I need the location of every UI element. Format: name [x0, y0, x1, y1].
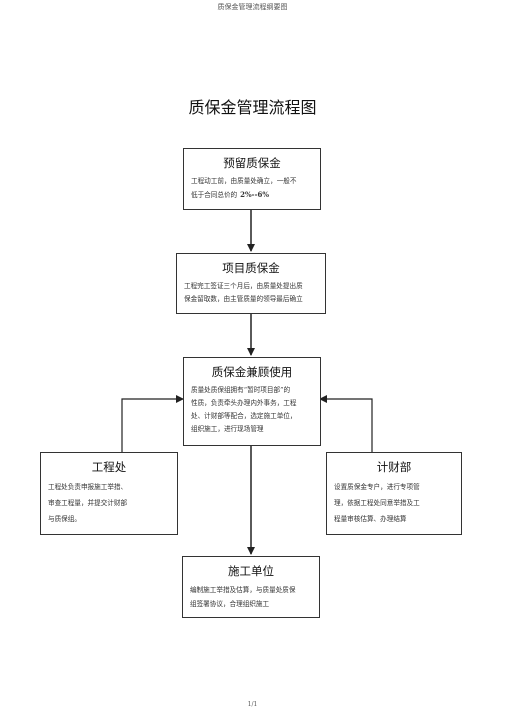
box-project-warranty: 项目质保金 工程完工签证三个月后，由质量处提出质 保金留取数，由主管质量的领导最…: [176, 253, 326, 314]
arrow-engineering-to-usage: [121, 395, 184, 452]
box-usage-title: 质保金兼顾使用: [211, 365, 293, 379]
box-construction-title: 施工单位: [228, 564, 274, 578]
box-retain-title: 预留质保金: [223, 156, 281, 170]
box-engineering-dept: 工程处 工程处负责申报施工举措、 审查工程量，并提交计财部 与质保组。: [40, 452, 178, 535]
box-project-body: 工程完工签证三个月后，由质量处提出质 保金留取数，由主管质量的领导最后确立: [184, 282, 303, 303]
box-finance-dept: 计财部 设置质保金专户，进行专项管 理，依据工程处同意举措及工 程量审核估算、办…: [326, 452, 462, 535]
page-header: 质保金管理流程纲要图: [217, 3, 288, 11]
page-footer: 1/1: [247, 701, 258, 708]
box-usage-body: 质量处质保组拥有“暂时项目部”的 性质，负责牵头办理内外事务，工程 处、计财部等…: [191, 386, 297, 433]
retain-percentage: 2%--6%: [240, 190, 270, 199]
box-construction-body: 编制施工举措及估算，与质量处质保 组签署协议，合理组织施工: [190, 586, 296, 608]
box-engineering-title: 工程处: [91, 460, 127, 474]
box-finance-title: 计财部: [376, 460, 412, 474]
box-warranty-usage: 质保金兼顾使用 质量处质保组拥有“暂时项目部”的 性质，负责牵头办理内外事务，工…: [183, 357, 321, 446]
box-project-title: 项目质保金: [222, 261, 280, 275]
box-engineering-body: 工程处负责申报施工举措、 审查工程量，并提交计财部 与质保组。: [48, 483, 128, 523]
box-construction-unit: 施工单位 编制施工举措及估算，与质量处质保 组签署协议，合理组织施工: [182, 556, 320, 618]
arrow-finance-to-usage: [319, 395, 373, 452]
diagram-title: 质保金管理流程图: [188, 98, 317, 117]
box-finance-body: 设置质保金专户，进行专项管 理，依据工程处同意举措及工 程量审核估算、办理结算: [334, 483, 420, 523]
